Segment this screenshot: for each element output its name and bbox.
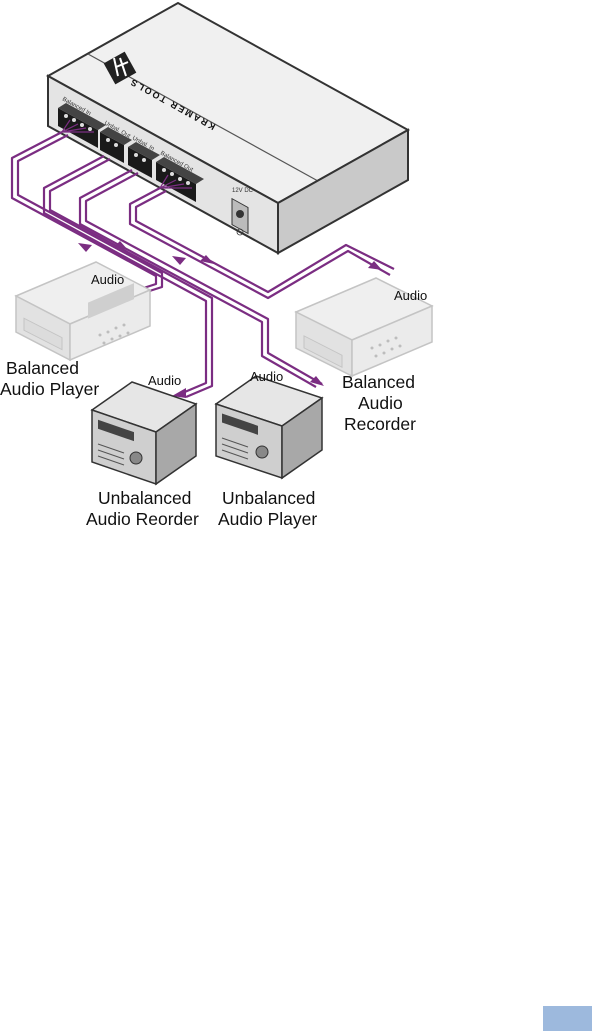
caption-unbalanced-recorder-line2: Audio Reorder (86, 509, 199, 529)
arrow-1 (78, 243, 92, 252)
caption-balanced-player-line1: Balanced (6, 358, 79, 378)
caption-balanced-player-line2: Audio Player (0, 379, 99, 399)
audio-label-balanced-recorder: Audio (394, 288, 427, 303)
unbalanced-audio-recorder (92, 382, 196, 484)
caption-balanced-recorder-line2: Audio (358, 393, 403, 413)
page-number-tab (543, 1006, 592, 1031)
balanced-audio-player (16, 262, 150, 360)
caption-balanced-recorder-line3: Recorder (344, 414, 416, 434)
audio-label-unbalanced-recorder: Audio (148, 373, 181, 388)
unbalanced-audio-player (216, 376, 322, 478)
power-label: 12V DC (232, 188, 254, 194)
caption-unbalanced-player-line1: Unbalanced (222, 488, 315, 508)
audio-label-unbalanced-player: Audio (250, 369, 283, 384)
caption-unbalanced-player-line2: Audio Player (218, 509, 317, 529)
audio-label-balanced-player: Audio (91, 272, 124, 287)
arrow-3 (172, 256, 186, 265)
caption-unbalanced-recorder-line1: Unbalanced (98, 488, 191, 508)
caption-balanced-recorder-line1: Balanced (342, 372, 415, 392)
converter-device: KRAMER TOOLS Balanced In Unbal. Out Unba… (48, 3, 408, 253)
